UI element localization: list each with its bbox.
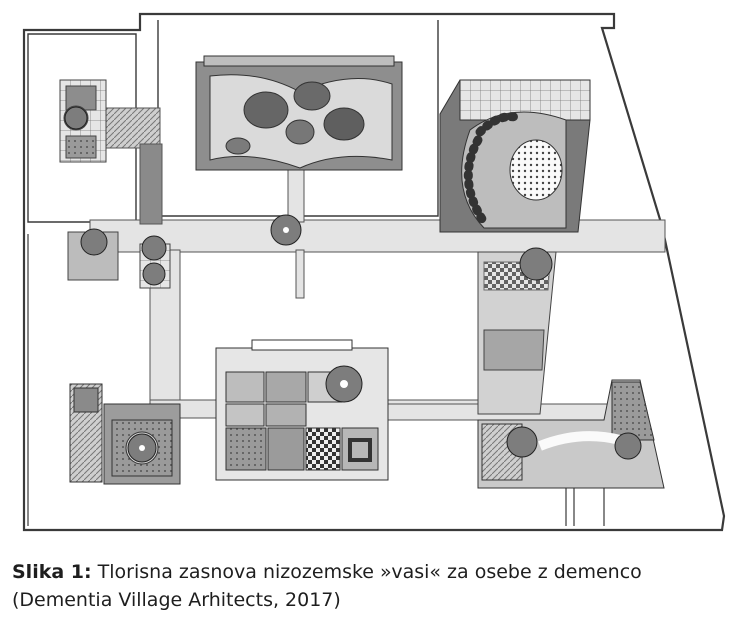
figure-title: Tlorisna zasnova nizozemske »vasi« za os… (97, 561, 642, 583)
figure-label: Slika 1: (12, 561, 92, 583)
courtyard-top-left (59, 79, 107, 163)
figure-caption: Slika 1: Tlorisna zasnova nizozemske »va… (12, 558, 738, 614)
tree-icon (519, 247, 553, 281)
tree-icon (141, 235, 167, 261)
figure-credit: (Dementia Village Arhitects, 2017) (12, 589, 341, 611)
tree-icon (80, 228, 108, 256)
tree-icon (64, 106, 88, 130)
garden-top-center (195, 55, 403, 171)
tree-icon (506, 426, 538, 458)
trees (64, 106, 642, 463)
site-plan-drawing (22, 12, 726, 532)
tree-centers (139, 227, 348, 451)
garden-bottom-right (477, 379, 665, 489)
garden-top-right (439, 79, 591, 233)
tree-icon (614, 432, 642, 460)
site-plan (22, 12, 726, 532)
tree-icon (142, 262, 166, 286)
garden-bottom-center (215, 339, 389, 481)
